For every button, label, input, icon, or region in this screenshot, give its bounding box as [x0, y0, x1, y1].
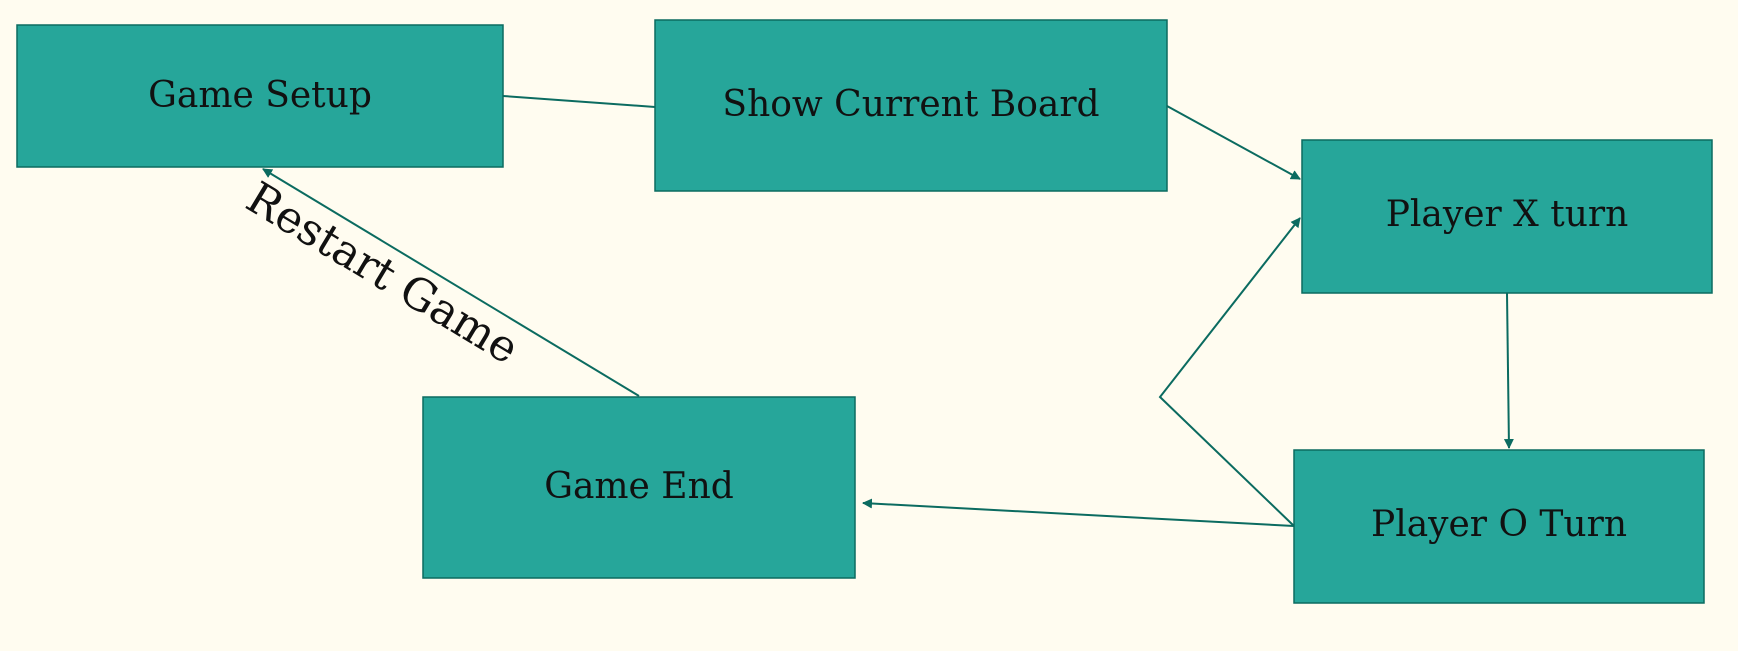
node-show-current-board[interactable]: Show Current Board	[654, 19, 1168, 192]
edge-player-o-turn-to-player-x-turn[interactable]	[1158, 217, 1301, 527]
node-label-player-x-turn: Player X turn	[1386, 194, 1629, 235]
node-game-end[interactable]: Game End	[422, 396, 856, 579]
edge-show-current-board-to-player-x-turn[interactable]	[1166, 105, 1301, 180]
node-player-x-turn[interactable]: Player X turn	[1301, 139, 1713, 294]
node-label-game-end: Game End	[544, 466, 734, 507]
edge-game-end-to-game-setup[interactable]	[262, 168, 640, 397]
edge-player-x-turn-to-player-o-turn[interactable]	[1503, 292, 1514, 449]
node-player-o-turn[interactable]: Player O Turn	[1293, 449, 1705, 604]
edge-game-setup-to-show-current-board	[502, 95, 656, 108]
nodes: Game Setup Show Current Board Player X t…	[16, 19, 1713, 604]
node-game-setup[interactable]: Game Setup	[16, 24, 504, 168]
edge-player-o-turn-to-game-end[interactable]	[862, 498, 1295, 527]
node-label-game-setup: Game Setup	[148, 75, 372, 116]
edge-label-restart-game: Restart Game	[238, 172, 528, 374]
node-label-player-o-turn: Player O Turn	[1371, 504, 1627, 545]
node-label-show-current-board: Show Current Board	[722, 84, 1099, 125]
